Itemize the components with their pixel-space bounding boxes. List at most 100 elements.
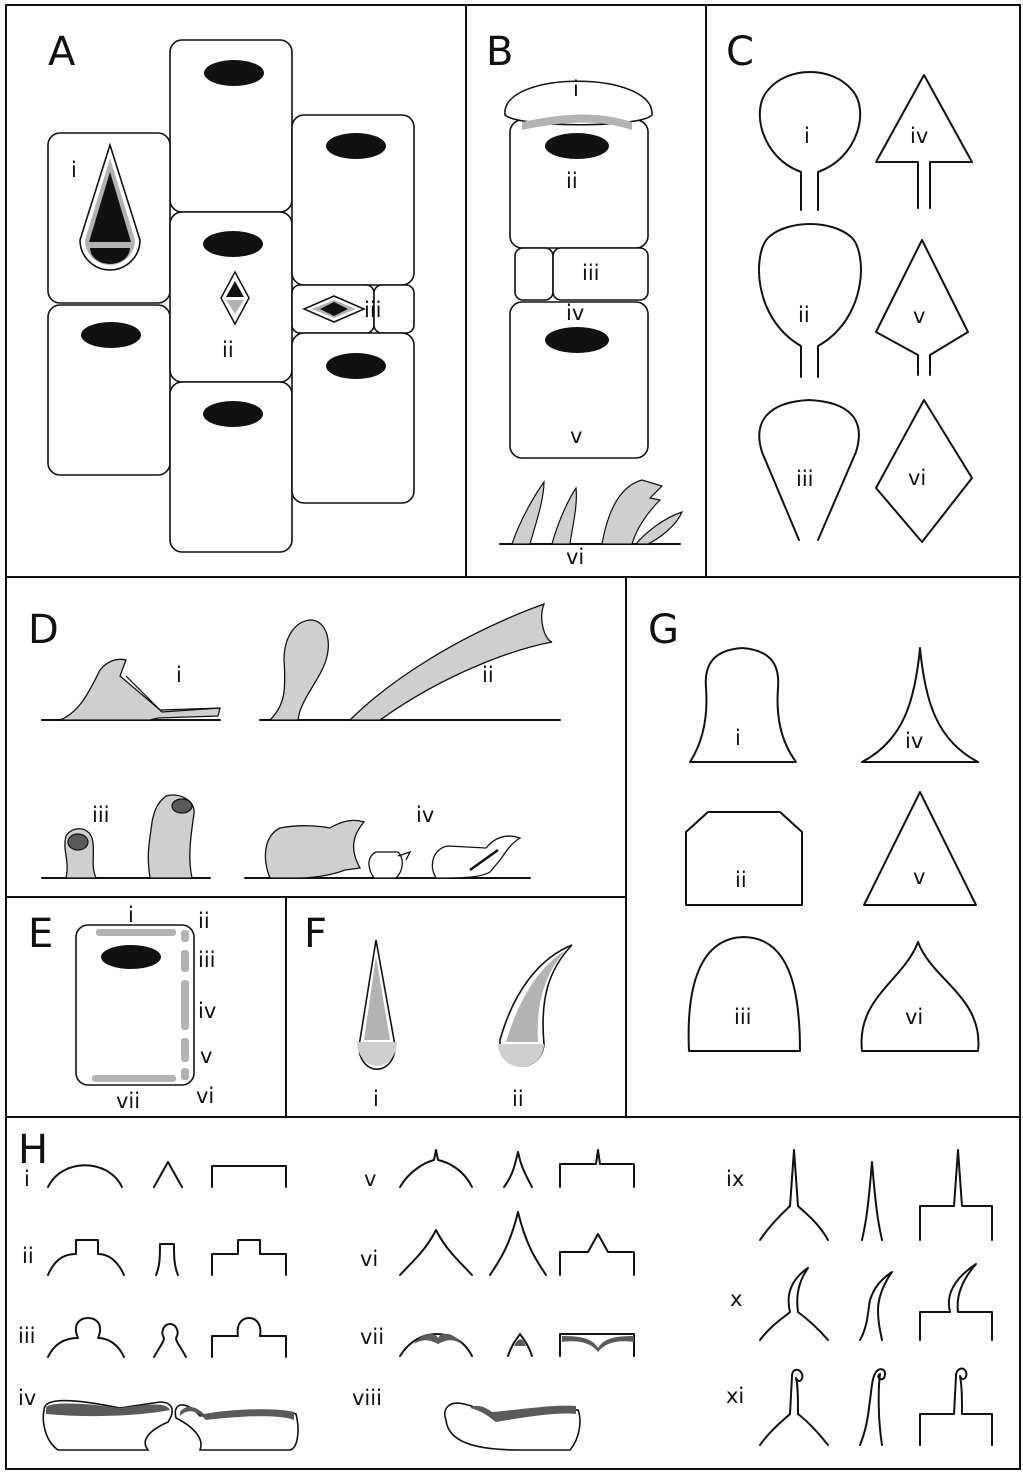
c-label-iii: iii [796,467,814,491]
h-row-x [760,1264,992,1340]
f-label-ii: ii [512,1087,524,1111]
h-row-vii [400,1334,634,1356]
e-thickening-iii [181,950,189,972]
panel-b-letter: B [486,29,513,75]
e-label-i: i [128,903,134,927]
a-label-ii: ii [222,338,234,362]
panel-c: C i ii iii iv v vi [726,29,972,542]
h-row-v [400,1150,634,1187]
h-row-vi [400,1212,634,1275]
d-label-iv: iv [416,803,434,827]
c-label-ii: ii [798,303,810,327]
c-shape-ii [759,224,861,377]
f-label-i: i [373,1087,379,1111]
b-nucleus [545,133,609,159]
e-thickening-vii [92,1075,176,1082]
d-label-iii: iii [92,803,110,827]
e-thickening-v [181,1038,189,1062]
h-row-iv [43,1401,298,1450]
e-label-iii: iii [198,948,216,972]
b-hairs-vi [500,480,682,544]
c-label-iv: iv [910,124,928,148]
f-hair-i [357,940,397,1069]
g-label-v: v [913,865,925,889]
h-label-ii: ii [22,1244,34,1268]
panel-c-letter: C [726,29,754,75]
b-label-iii: iii [582,261,600,285]
e-label-v: v [200,1044,212,1068]
panel-e-letter: E [28,911,53,957]
d-label-i: i [176,663,182,687]
panel-d: D i ii ii [28,604,560,878]
b-label-iv: iv [566,301,584,325]
h-label-v: v [364,1167,376,1191]
panel-f: F i ii [304,911,572,1111]
panel-b: B i ii iii iv v vi [486,29,682,569]
g-shape-i [690,648,796,762]
e-label-ii: ii [198,909,210,933]
f-hair-ii [498,945,572,1067]
e-thickening-ii [181,930,189,942]
h-label-iv: iv [18,1386,36,1410]
g-label-ii: ii [735,868,747,892]
a-nucleus [326,133,386,159]
panel-g-letter: G [648,607,679,653]
a-nucleus [203,401,263,427]
g-label-i: i [735,726,741,750]
h-label-xi: xi [726,1384,744,1408]
panel-h: H [18,1127,992,1450]
d-hair-i [42,659,220,720]
e-thickening-iv [181,980,189,1030]
panel-h-letter: H [18,1127,48,1173]
h-row-i [48,1162,286,1187]
panel-d-letter: D [28,607,59,653]
e-label-vi: vi [196,1084,214,1108]
c-label-vi: vi [908,466,926,490]
e-thickening-i [96,929,176,936]
b-nucleus [545,327,609,353]
g-shape-vi [861,942,978,1051]
g-label-vi: vi [905,1005,923,1029]
a-nucleus [81,322,141,348]
panel-a: A [48,29,414,552]
h-label-viii: viii [352,1386,382,1410]
d-hair-ii [260,604,560,720]
b-label-v: v [570,424,582,448]
a-label-iii: iii [364,298,382,322]
b-label-vi: vi [566,545,584,569]
h-label-vi: vi [360,1247,378,1271]
h-label-iii: iii [18,1324,36,1348]
h-label-vii: vii [360,1325,384,1349]
panel-e: E i ii iii iv v vi vii [28,903,216,1113]
e-thickening-vi [181,1068,189,1080]
d-label-ii: ii [482,663,494,687]
b-label-i: i [573,77,579,101]
h-label-i: i [24,1167,30,1191]
h-row-ix [760,1150,992,1240]
a-nucleus [204,60,264,86]
e-label-iv: iv [198,999,216,1023]
a-nucleus [326,353,386,379]
e-label-vii: vii [116,1089,140,1113]
g-label-iii: iii [734,1005,752,1029]
a-label-i: i [71,158,77,182]
panel-g: G i ii iii iv v vi [648,607,978,1051]
h-label-ix: ix [726,1167,744,1191]
c-label-v: v [913,304,925,328]
b-cell-iv [515,248,553,300]
h-row-ii [48,1240,286,1275]
c-label-i: i [804,124,810,148]
b-cell-iii [553,248,648,300]
c-shape-i [760,72,860,210]
d-hair-iii [42,795,210,878]
a-nucleus [203,231,263,257]
h-row-xi [760,1369,992,1445]
b-label-ii: ii [566,169,578,193]
panel-a-letter: A [48,29,76,75]
d-hair-iv [245,820,530,878]
e-nucleus [101,945,161,969]
panel-f-letter: F [304,911,327,957]
g-label-iv: iv [905,729,923,753]
h-row-viii [445,1403,580,1450]
h-row-iii [48,1318,286,1357]
